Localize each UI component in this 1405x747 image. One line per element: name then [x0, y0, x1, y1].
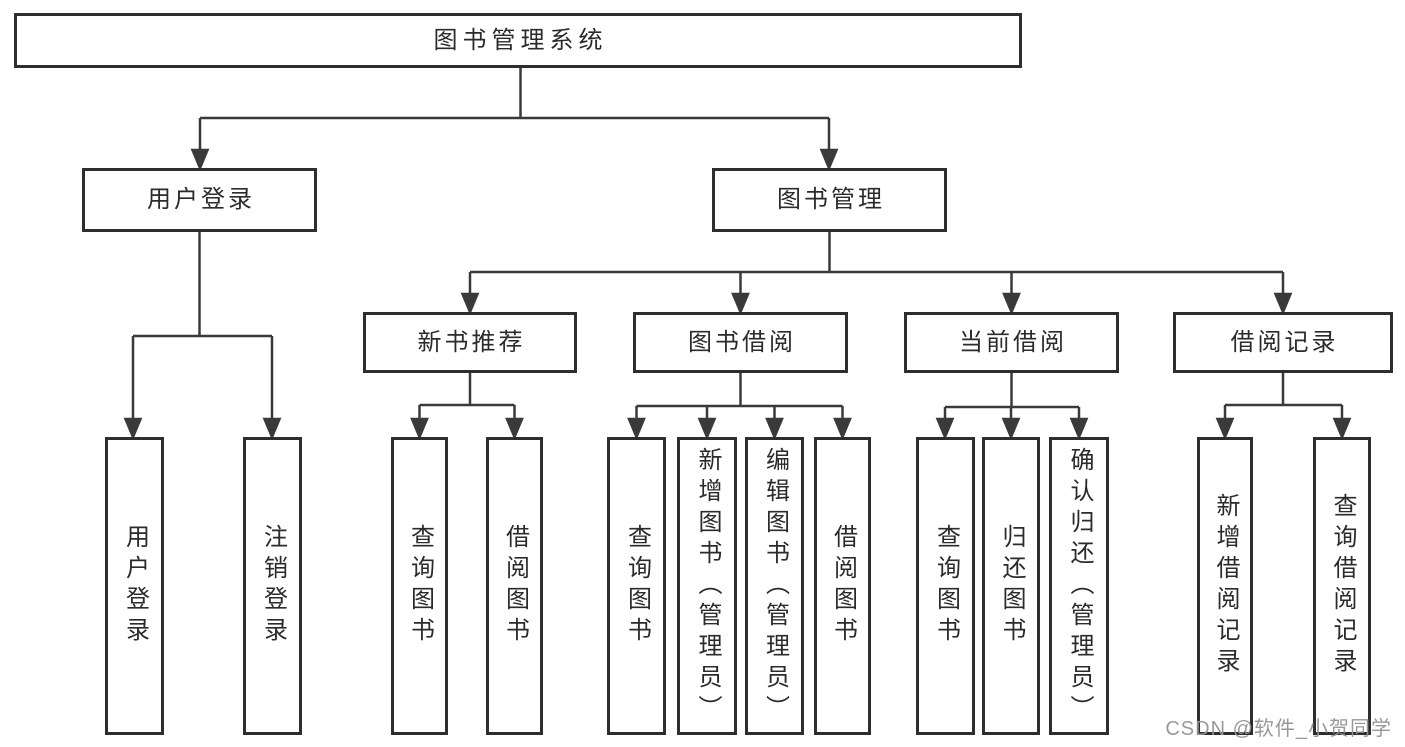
node-label: 图书管理系统 [433, 26, 608, 54]
node-label: 用户登录 [121, 524, 149, 648]
arrowhead-icon [833, 417, 852, 441]
node-label: 确认归还（管理员） [1066, 446, 1093, 726]
connector-line [635, 373, 844, 421]
arrowhead-icon [190, 148, 210, 172]
leaf-borrow-books-recommend: 借阅图书 [486, 437, 543, 735]
leaf-borrow-books: 借阅图书 [814, 437, 871, 735]
leaf-confirm-return-admin: 确认归还（管理员） [1049, 437, 1109, 735]
node-label: 新书推荐 [417, 328, 526, 356]
arrowhead-icon [627, 417, 646, 441]
node-user-login: 用户登录 [82, 168, 317, 232]
node-label: 归还图书 [998, 524, 1025, 648]
leaf-add-book-admin: 新增图书（管理员） [677, 437, 737, 735]
leaf-query-books-borrow: 查询图书 [607, 437, 666, 735]
leaf-logout: 注销登录 [243, 437, 302, 735]
arrowhead-icon [123, 417, 143, 441]
arrowhead-icon [1001, 417, 1021, 441]
arrowhead-icon [697, 417, 717, 441]
connector-current-borrow-to-leaves [935, 373, 1089, 441]
node-label: 查询借阅记录 [1329, 493, 1356, 679]
connector-line [943, 373, 1081, 421]
connector-line [1223, 373, 1344, 421]
connector-line [418, 373, 516, 421]
connector-user-login-to-leaves [123, 232, 282, 441]
arrowhead-icon [731, 292, 750, 316]
node-label: 注销登录 [259, 524, 287, 648]
node-borrowing-records: 借阅记录 [1173, 312, 1393, 373]
node-label: 借阅图书 [501, 524, 529, 648]
connector-book-management-to-level3 [460, 232, 1293, 316]
node-label: 图书借阅 [688, 328, 796, 356]
leaf-edit-book-admin: 编辑图书（管理员） [745, 437, 804, 735]
connector-borrow-records-to-leaves [1215, 373, 1352, 441]
node-label: 查询图书 [406, 524, 434, 648]
node-book-management: 图书管理 [712, 168, 947, 232]
leaf-query-books-recommend: 查询图书 [391, 437, 448, 735]
leaf-return-books: 归还图书 [982, 437, 1040, 735]
node-label: 编辑图书（管理员） [761, 446, 789, 726]
connector-root-to-level2 [190, 68, 839, 172]
node-label: 新增借阅记录 [1212, 493, 1239, 679]
node-label: 新增图书（管理员） [694, 446, 721, 726]
arrowhead-icon [1332, 417, 1352, 441]
node-label: 查询图书 [623, 524, 651, 648]
node-label: 借阅记录 [1230, 328, 1339, 356]
arrowhead-icon [410, 417, 429, 441]
leaf-query-books-current: 查询图书 [916, 437, 975, 735]
watermark: CSDN @软件_小贺同学 [1165, 718, 1392, 740]
leaf-user-login: 用户登录 [105, 437, 164, 735]
arrowhead-icon [262, 417, 282, 441]
node-current-borrowing: 当前借阅 [904, 312, 1119, 373]
arrowhead-icon [460, 292, 480, 316]
arrowhead-icon [765, 417, 784, 441]
node-new-book-recommendation: 新书推荐 [363, 312, 577, 373]
connector-new-book-to-leaves [410, 373, 524, 441]
node-label: 借阅图书 [829, 524, 857, 648]
leaf-add-borrow-record: 新增借阅记录 [1197, 437, 1253, 735]
arrowhead-icon [1002, 292, 1021, 316]
node-book-borrowing: 图书借阅 [633, 312, 848, 373]
node-library-management-system: 图书管理系统 [14, 13, 1022, 68]
arrowhead-icon [505, 417, 524, 441]
arrowhead-icon [1215, 417, 1235, 441]
node-label: 当前借阅 [959, 328, 1067, 356]
arrowhead-icon [819, 148, 839, 172]
connector-line [468, 232, 1285, 296]
arrowhead-icon [935, 417, 955, 441]
connector-line [131, 232, 274, 421]
connector-line [198, 68, 831, 152]
leaf-query-borrow-record: 查询借阅记录 [1313, 437, 1371, 735]
connector-book-borrow-to-leaves [627, 373, 852, 441]
node-label: 图书管理 [777, 186, 885, 213]
arrowhead-icon [1069, 417, 1089, 441]
node-label: 查询图书 [932, 524, 960, 648]
node-label: 用户登录 [147, 186, 255, 213]
arrowhead-icon [1273, 292, 1293, 316]
